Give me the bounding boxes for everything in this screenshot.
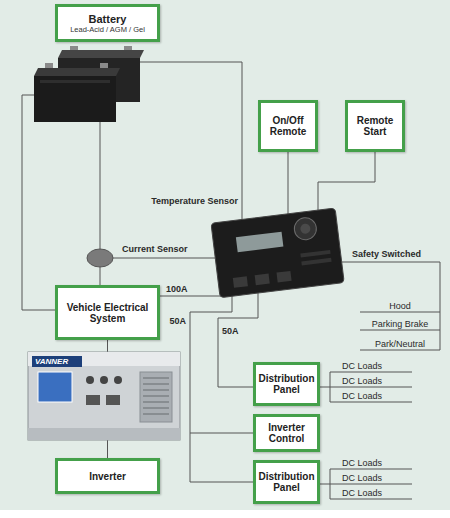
load-line [330,372,412,402]
wire [360,330,440,331]
inverter-button [114,376,122,384]
wire [360,350,440,351]
wire [136,62,242,226]
box-title: Remote Start [351,115,399,137]
battery-rib [40,80,110,83]
load-line [330,469,412,499]
inverter-outlet [106,395,120,405]
load-label: DC Loads [342,488,382,498]
label-box: Vehicle Electrical System [55,285,160,340]
box-subtitle: Lead-Acid / AGM / Gel [70,25,145,34]
label-box: Distribution Panel [253,362,320,406]
label-box: Inverter Control [253,414,320,452]
sensor-label: Current Sensor [122,244,188,254]
signal-label: Safety Switched [352,249,421,259]
load-label: DC Loads [342,361,382,371]
box-title: Inverter [89,471,126,482]
inverter-top [28,352,180,366]
brand-logo: VANNER [35,357,68,367]
inverter-panel [38,372,72,402]
current-rating: 50A [169,316,186,326]
current-rating: 50A [222,326,239,336]
wire [112,258,224,259]
inverter-badge [32,356,82,367]
label-box: BatteryLead-Acid / AGM / Gel [55,4,160,42]
inverter-grille [143,378,169,414]
controller-fin [300,250,330,258]
load-label: DC Loads [342,391,382,401]
label-box: Distribution Panel [253,460,320,504]
inverter-base [28,428,180,440]
load-label: DC Loads [342,458,382,468]
inverter-button [100,376,108,384]
label-box: On/Off Remote [258,100,318,152]
wire [360,312,440,313]
controller-display [236,232,283,252]
controller-knob [293,216,318,241]
box-title: Distribution Panel [258,471,314,493]
switch-label: Park/Neutral [375,339,425,349]
current-sensor [87,249,113,267]
controller-illustration [211,208,344,298]
load-label: DC Loads [342,473,382,483]
load-label: DC Loads [342,376,382,386]
inverter-body [28,352,180,440]
wire [288,152,289,220]
inverter-grille [140,372,172,422]
box-title: Vehicle Electrical System [61,302,154,324]
box-title: Battery [89,13,127,25]
battery-illustration [34,46,144,122]
box-title: Distribution Panel [258,373,314,395]
controller-terminal [276,271,291,283]
label-box: Inverter [55,458,160,494]
switch-label: Hood [389,301,411,311]
controller-fin [301,258,331,266]
controller-terminal [233,276,248,288]
current-rating: 100A [166,284,188,294]
controller-knob [300,223,311,234]
inverter-button [86,376,94,384]
wire [190,433,253,434]
controller-terminal [255,274,270,286]
box-title: Inverter Control [259,422,314,444]
inverter-illustration [28,352,180,440]
wire [100,115,101,250]
wire [334,262,440,350]
wire [318,152,375,216]
controller-body [211,208,344,298]
label-box: Remote Start [345,100,405,152]
inverter-outlet [86,395,100,405]
battery-top [34,68,120,76]
wire [190,288,253,482]
sensor-label: Temperature Sensor [151,196,238,206]
wire [218,284,258,387]
battery-body [34,76,116,122]
battery-top [58,50,144,58]
wire [160,296,230,297]
wire [100,266,101,285]
switch-label: Parking Brake [372,319,429,329]
box-title: On/Off Remote [264,115,312,137]
wire [22,95,55,310]
